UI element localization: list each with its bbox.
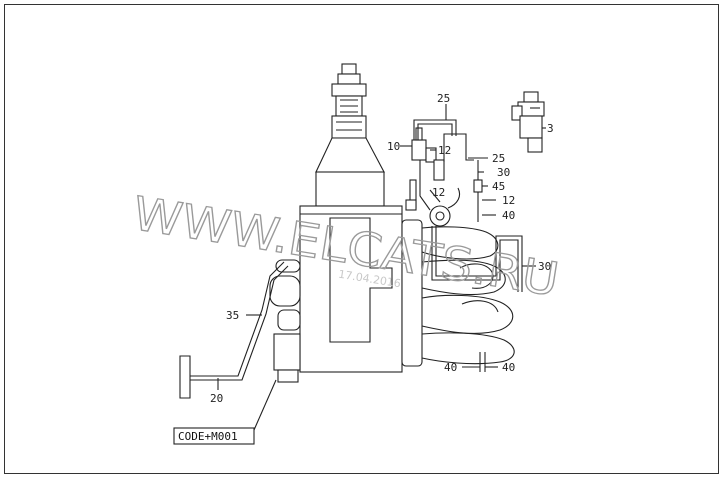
callout-35: 35 (226, 309, 239, 322)
callout-40-bottom-right: 40 (502, 361, 515, 374)
callout-40-bottom-left: 40 (444, 361, 457, 374)
diagram-frame (4, 4, 719, 474)
throttle-assembly (405, 119, 483, 227)
callout-30-upper: 30 (497, 166, 510, 179)
code-box: CODE+M001 (173, 427, 255, 445)
callout-12-middle: 12 (432, 186, 445, 199)
callout-12-upper: 12 (438, 144, 451, 157)
callout-12-right: 12 (502, 194, 515, 207)
leader-lines (217, 104, 546, 431)
callout-10: 10 (387, 140, 400, 153)
bracket-20 (179, 261, 289, 399)
code-box-text: CODE+M001 (178, 430, 238, 443)
callout-labels: 25 3 10 12 25 30 45 12 12 40 30 35 20 40… (210, 92, 554, 405)
callout-45: 45 (492, 180, 505, 193)
callout-30-lower: 30 (538, 260, 551, 273)
engine-tower (315, 63, 385, 207)
callout-40-right: 40 (502, 209, 515, 222)
callout-25-top: 25 (437, 92, 450, 105)
engine-block (269, 205, 403, 383)
callout-3: 3 (547, 122, 554, 135)
sensor-part-3 (511, 91, 545, 153)
intake-manifold (401, 219, 523, 372)
callout-25-right: 25 (492, 152, 505, 165)
callout-20: 20 (210, 392, 223, 405)
